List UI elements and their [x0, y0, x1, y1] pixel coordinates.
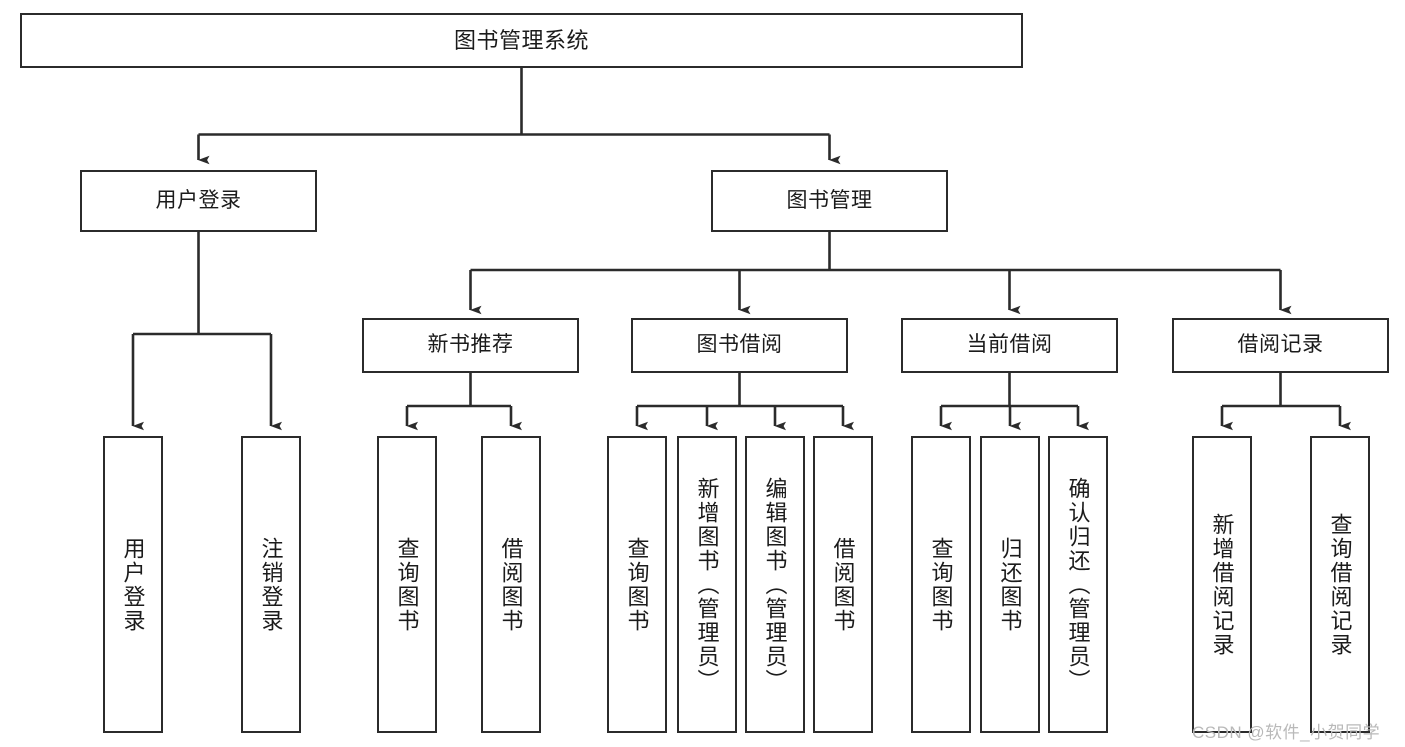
- node-leaf-user-login-label: 用户登录: [120, 536, 146, 633]
- node-user-login[interactable]: 用户登录: [80, 170, 317, 232]
- node-current-borrow[interactable]: 当前借阅: [901, 318, 1118, 373]
- node-leaf-add-record-label: 新增借阅记录: [1209, 512, 1235, 657]
- node-borrow-record[interactable]: 借阅记录: [1172, 318, 1389, 373]
- node-leaf-query-record[interactable]: 查询借阅记录: [1310, 436, 1370, 733]
- node-leaf-add-record[interactable]: 新增借阅记录: [1192, 436, 1252, 733]
- node-root-label: 图书管理系统: [453, 27, 589, 53]
- node-leaf-user-logout-label: 注销登录: [258, 536, 284, 633]
- node-leaf-query-book-rec-label: 查询图书: [394, 536, 420, 633]
- node-leaf-query-book-b-label: 查询图书: [624, 536, 650, 633]
- node-leaf-borrow-book-rec[interactable]: 借阅图书: [481, 436, 541, 733]
- node-leaf-confirm-return[interactable]: 确认归还（管理员）: [1048, 436, 1108, 733]
- node-leaf-add-book[interactable]: 新增图书（管理员）: [677, 436, 737, 733]
- node-leaf-return-book-label: 归还图书: [997, 536, 1023, 633]
- node-leaf-confirm-return-label: 确认归还（管理员）: [1065, 476, 1091, 693]
- node-leaf-edit-book[interactable]: 编辑图书（管理员）: [745, 436, 805, 733]
- node-leaf-query-book-rec[interactable]: 查询图书: [377, 436, 437, 733]
- node-leaf-user-login[interactable]: 用户登录: [103, 436, 163, 733]
- node-root[interactable]: 图书管理系统: [20, 13, 1023, 68]
- node-leaf-query-record-label: 查询借阅记录: [1327, 512, 1353, 657]
- node-book-manage-label: 图书管理: [786, 188, 873, 212]
- node-leaf-add-book-label: 新增图书（管理员）: [694, 476, 720, 693]
- node-user-login-label: 用户登录: [155, 188, 242, 212]
- node-leaf-borrow-book-b[interactable]: 借阅图书: [813, 436, 873, 733]
- node-new-book-rec[interactable]: 新书推荐: [362, 318, 579, 373]
- node-leaf-user-logout[interactable]: 注销登录: [241, 436, 301, 733]
- node-leaf-borrow-book-b-label: 借阅图书: [830, 536, 856, 633]
- node-borrow-record-label: 借阅记录: [1237, 333, 1324, 357]
- node-leaf-query-book-b[interactable]: 查询图书: [607, 436, 667, 733]
- node-current-borrow-label: 当前借阅: [966, 333, 1053, 357]
- node-book-manage[interactable]: 图书管理: [711, 170, 948, 232]
- node-leaf-borrow-book-rec-label: 借阅图书: [498, 536, 524, 633]
- node-book-borrow[interactable]: 图书借阅: [631, 318, 848, 373]
- node-new-book-rec-label: 新书推荐: [427, 333, 514, 357]
- node-book-borrow-label: 图书借阅: [696, 333, 783, 357]
- node-leaf-edit-book-label: 编辑图书（管理员）: [762, 476, 788, 693]
- node-leaf-query-book-c[interactable]: 查询图书: [911, 436, 971, 733]
- node-leaf-return-book[interactable]: 归还图书: [980, 436, 1040, 733]
- node-leaf-query-book-c-label: 查询图书: [928, 536, 954, 633]
